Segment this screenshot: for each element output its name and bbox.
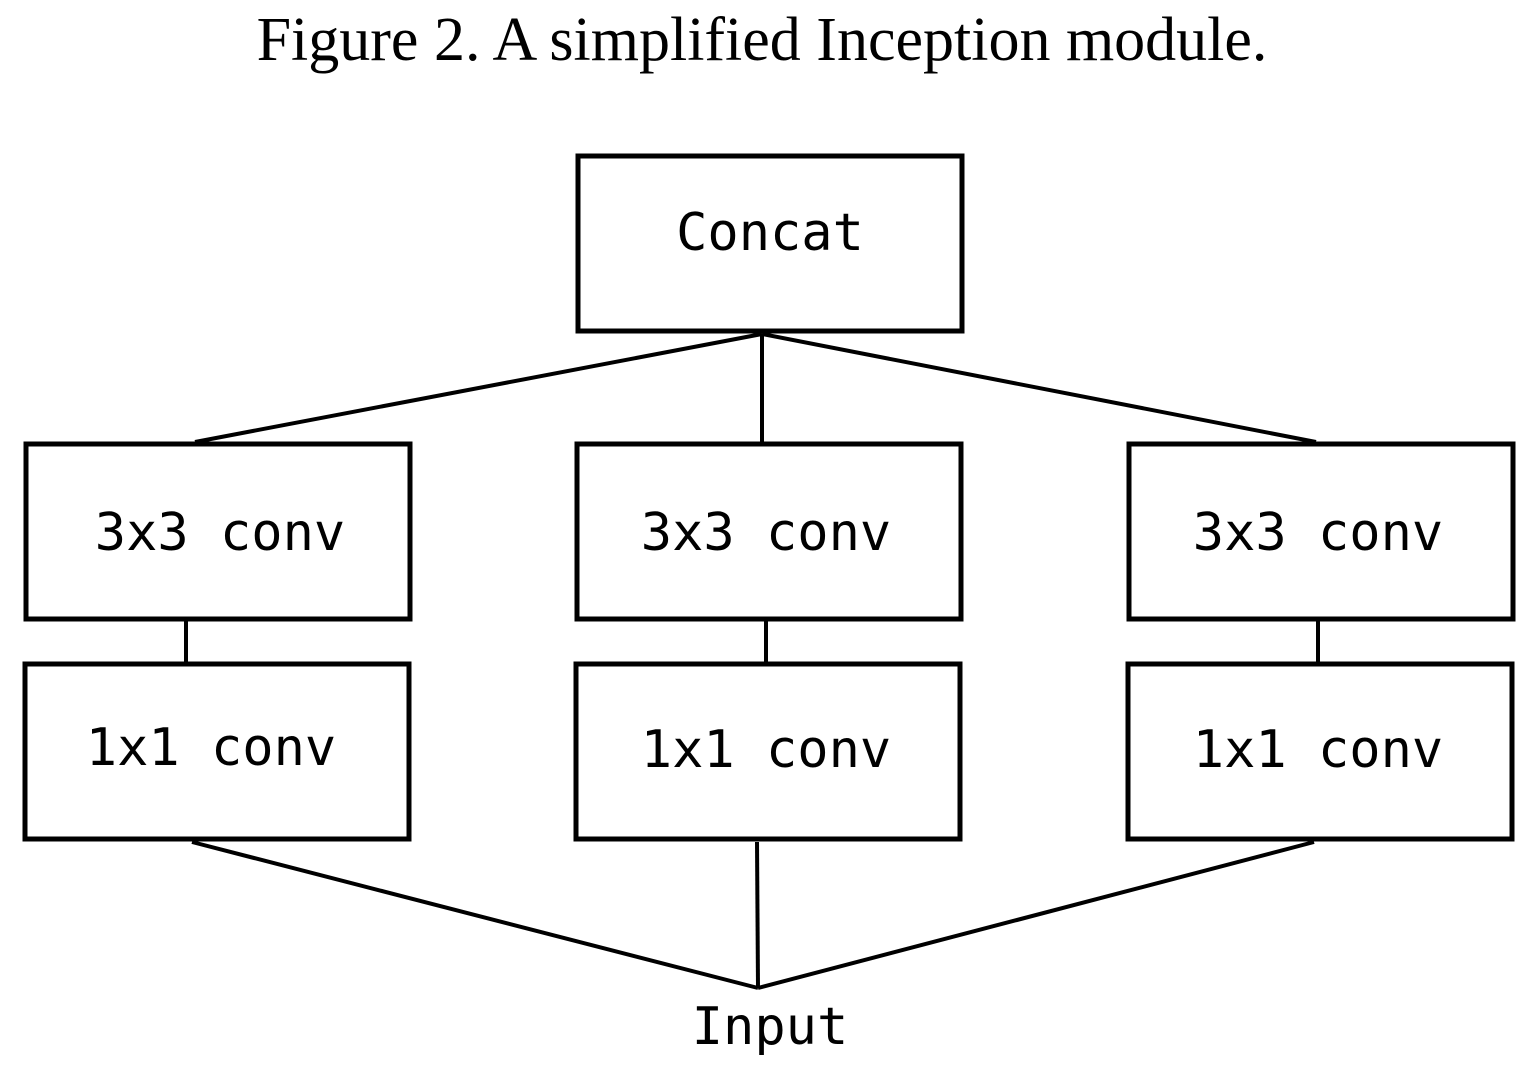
edge-concat-conv3-right [761, 332, 1317, 444]
node-conv3-mid-label: 3x3 conv [641, 503, 891, 563]
node-conv3-left-label: 3x3 conv [95, 503, 345, 563]
edge-conv1-mid-input [755, 841, 760, 989]
node-concat-label: Concat [676, 203, 864, 263]
figure-caption: Figure 2. A simplified Inception module. [256, 5, 1268, 74]
node-conv1-right: 1x1 conv [1125, 661, 1515, 842]
node-conv3-mid: 3x3 conv [574, 441, 964, 622]
node-conv1-mid: 1x1 conv [573, 661, 963, 842]
node-concat: Concat [575, 153, 965, 334]
edge-conv1-left-input [191, 840, 759, 990]
node-conv1-left-label: 1x1 conv [86, 718, 336, 778]
edge-conv1-right-input [757, 840, 1315, 990]
edge-concat-conv3-left [194, 332, 763, 444]
node-conv3-right: 3x3 conv [1126, 441, 1516, 622]
node-conv3-right-label: 3x3 conv [1193, 503, 1443, 563]
node-conv1-mid-label: 1x1 conv [641, 720, 891, 780]
node-input-label: Input [692, 997, 849, 1057]
node-conv1-left: 1x1 conv [22, 661, 412, 842]
node-conv1-right-label: 1x1 conv [1193, 720, 1443, 780]
node-conv3-left: 3x3 conv [23, 441, 413, 622]
